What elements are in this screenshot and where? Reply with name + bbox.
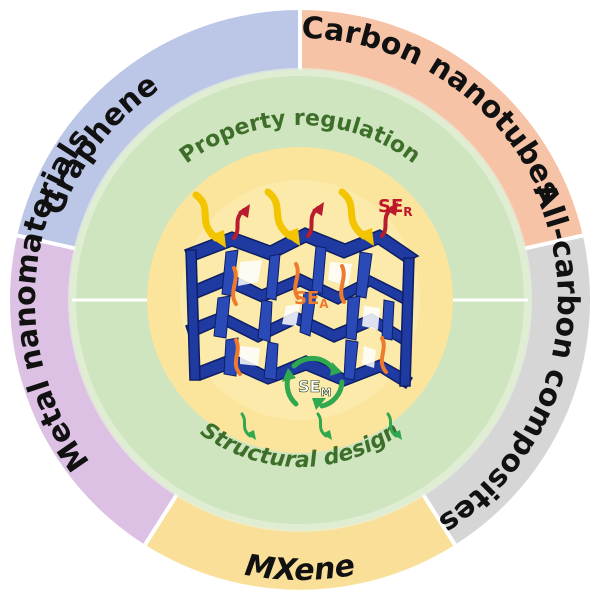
absorbed-wave-1 — [231, 266, 238, 306]
cell-wall-2 — [265, 253, 281, 301]
segment-all-carbon-composites — [422, 235, 590, 545]
incident-arrowhead-1 — [208, 230, 226, 248]
absorbed-wave-5 — [379, 336, 388, 374]
cycle-arrowheads — [282, 362, 342, 410]
label-se-reflection-sub: R — [403, 205, 412, 219]
pore-1 — [238, 260, 262, 286]
reflected-arrowheads — [238, 202, 398, 218]
transmitted-arrowhead-2 — [322, 430, 332, 440]
segment-carbon-nanotubes — [300, 9, 583, 249]
label-se-multiple-reflection: SEM — [298, 377, 331, 399]
sheet-bottom — [195, 353, 414, 390]
pore-3 — [282, 304, 300, 326]
incident-waves — [192, 188, 368, 242]
transmitted-arrowheads — [246, 430, 402, 440]
absorbed-wave-3 — [293, 262, 300, 300]
transmitted-arrowhead-3 — [392, 430, 402, 440]
label-se-reflection-main: SE — [378, 196, 403, 217]
pore-4 — [362, 306, 380, 330]
transmitted-arrowhead-1 — [246, 430, 256, 440]
incident-arrowhead-3 — [356, 228, 374, 246]
wall-left — [185, 249, 201, 381]
cell-wall-7 — [299, 291, 317, 337]
pore-2 — [328, 262, 352, 286]
label-se-multiple-reflection-sub: M — [320, 386, 331, 399]
cycle-arrowhead-2 — [312, 398, 326, 410]
porous-layered-structure — [184, 227, 420, 390]
reflected-arrowhead-3 — [386, 202, 398, 216]
label-se-absorption-sub: A — [319, 297, 329, 311]
label-mxene: MXene — [243, 548, 358, 588]
label-se-multiple-reflection-main: SE — [298, 377, 320, 396]
incident-arrowhead-2 — [282, 228, 300, 246]
absorbed-waves — [231, 262, 388, 376]
incident-wave-2 — [264, 188, 294, 240]
cell-wall-3 — [311, 245, 327, 295]
label-se-absorption: SEA — [294, 288, 329, 311]
label-se-reflection: SER — [378, 196, 413, 219]
segment-graphene — [17, 9, 300, 249]
incident-arrowheads — [208, 228, 374, 248]
cycle-arc-right — [319, 379, 345, 409]
wall-right — [399, 257, 415, 387]
absorbed-wave-4 — [339, 264, 346, 304]
cell-wall-4 — [355, 251, 373, 299]
incident-wave-1 — [192, 191, 220, 242]
cell-wall-8 — [345, 295, 361, 341]
cycle-arrowhead-1 — [330, 362, 342, 376]
segment-metal-nanomaterials — [10, 235, 178, 545]
label-se-absorption-main: SE — [294, 288, 319, 309]
incident-wave-3 — [338, 188, 368, 240]
cycle-arrowhead-3 — [282, 368, 296, 382]
cell-wall-5 — [213, 295, 231, 339]
absorbed-wave-2 — [233, 338, 242, 376]
pore-6 — [362, 346, 376, 368]
cell-wall-11 — [343, 339, 359, 381]
pore-5 — [240, 346, 260, 366]
reflected-arrowhead-2 — [312, 202, 324, 216]
cell-wall-10 — [263, 341, 279, 381]
cycle-arc-top — [291, 355, 337, 373]
reflected-arrowhead-1 — [238, 204, 250, 218]
cell-wall-12 — [381, 299, 395, 341]
